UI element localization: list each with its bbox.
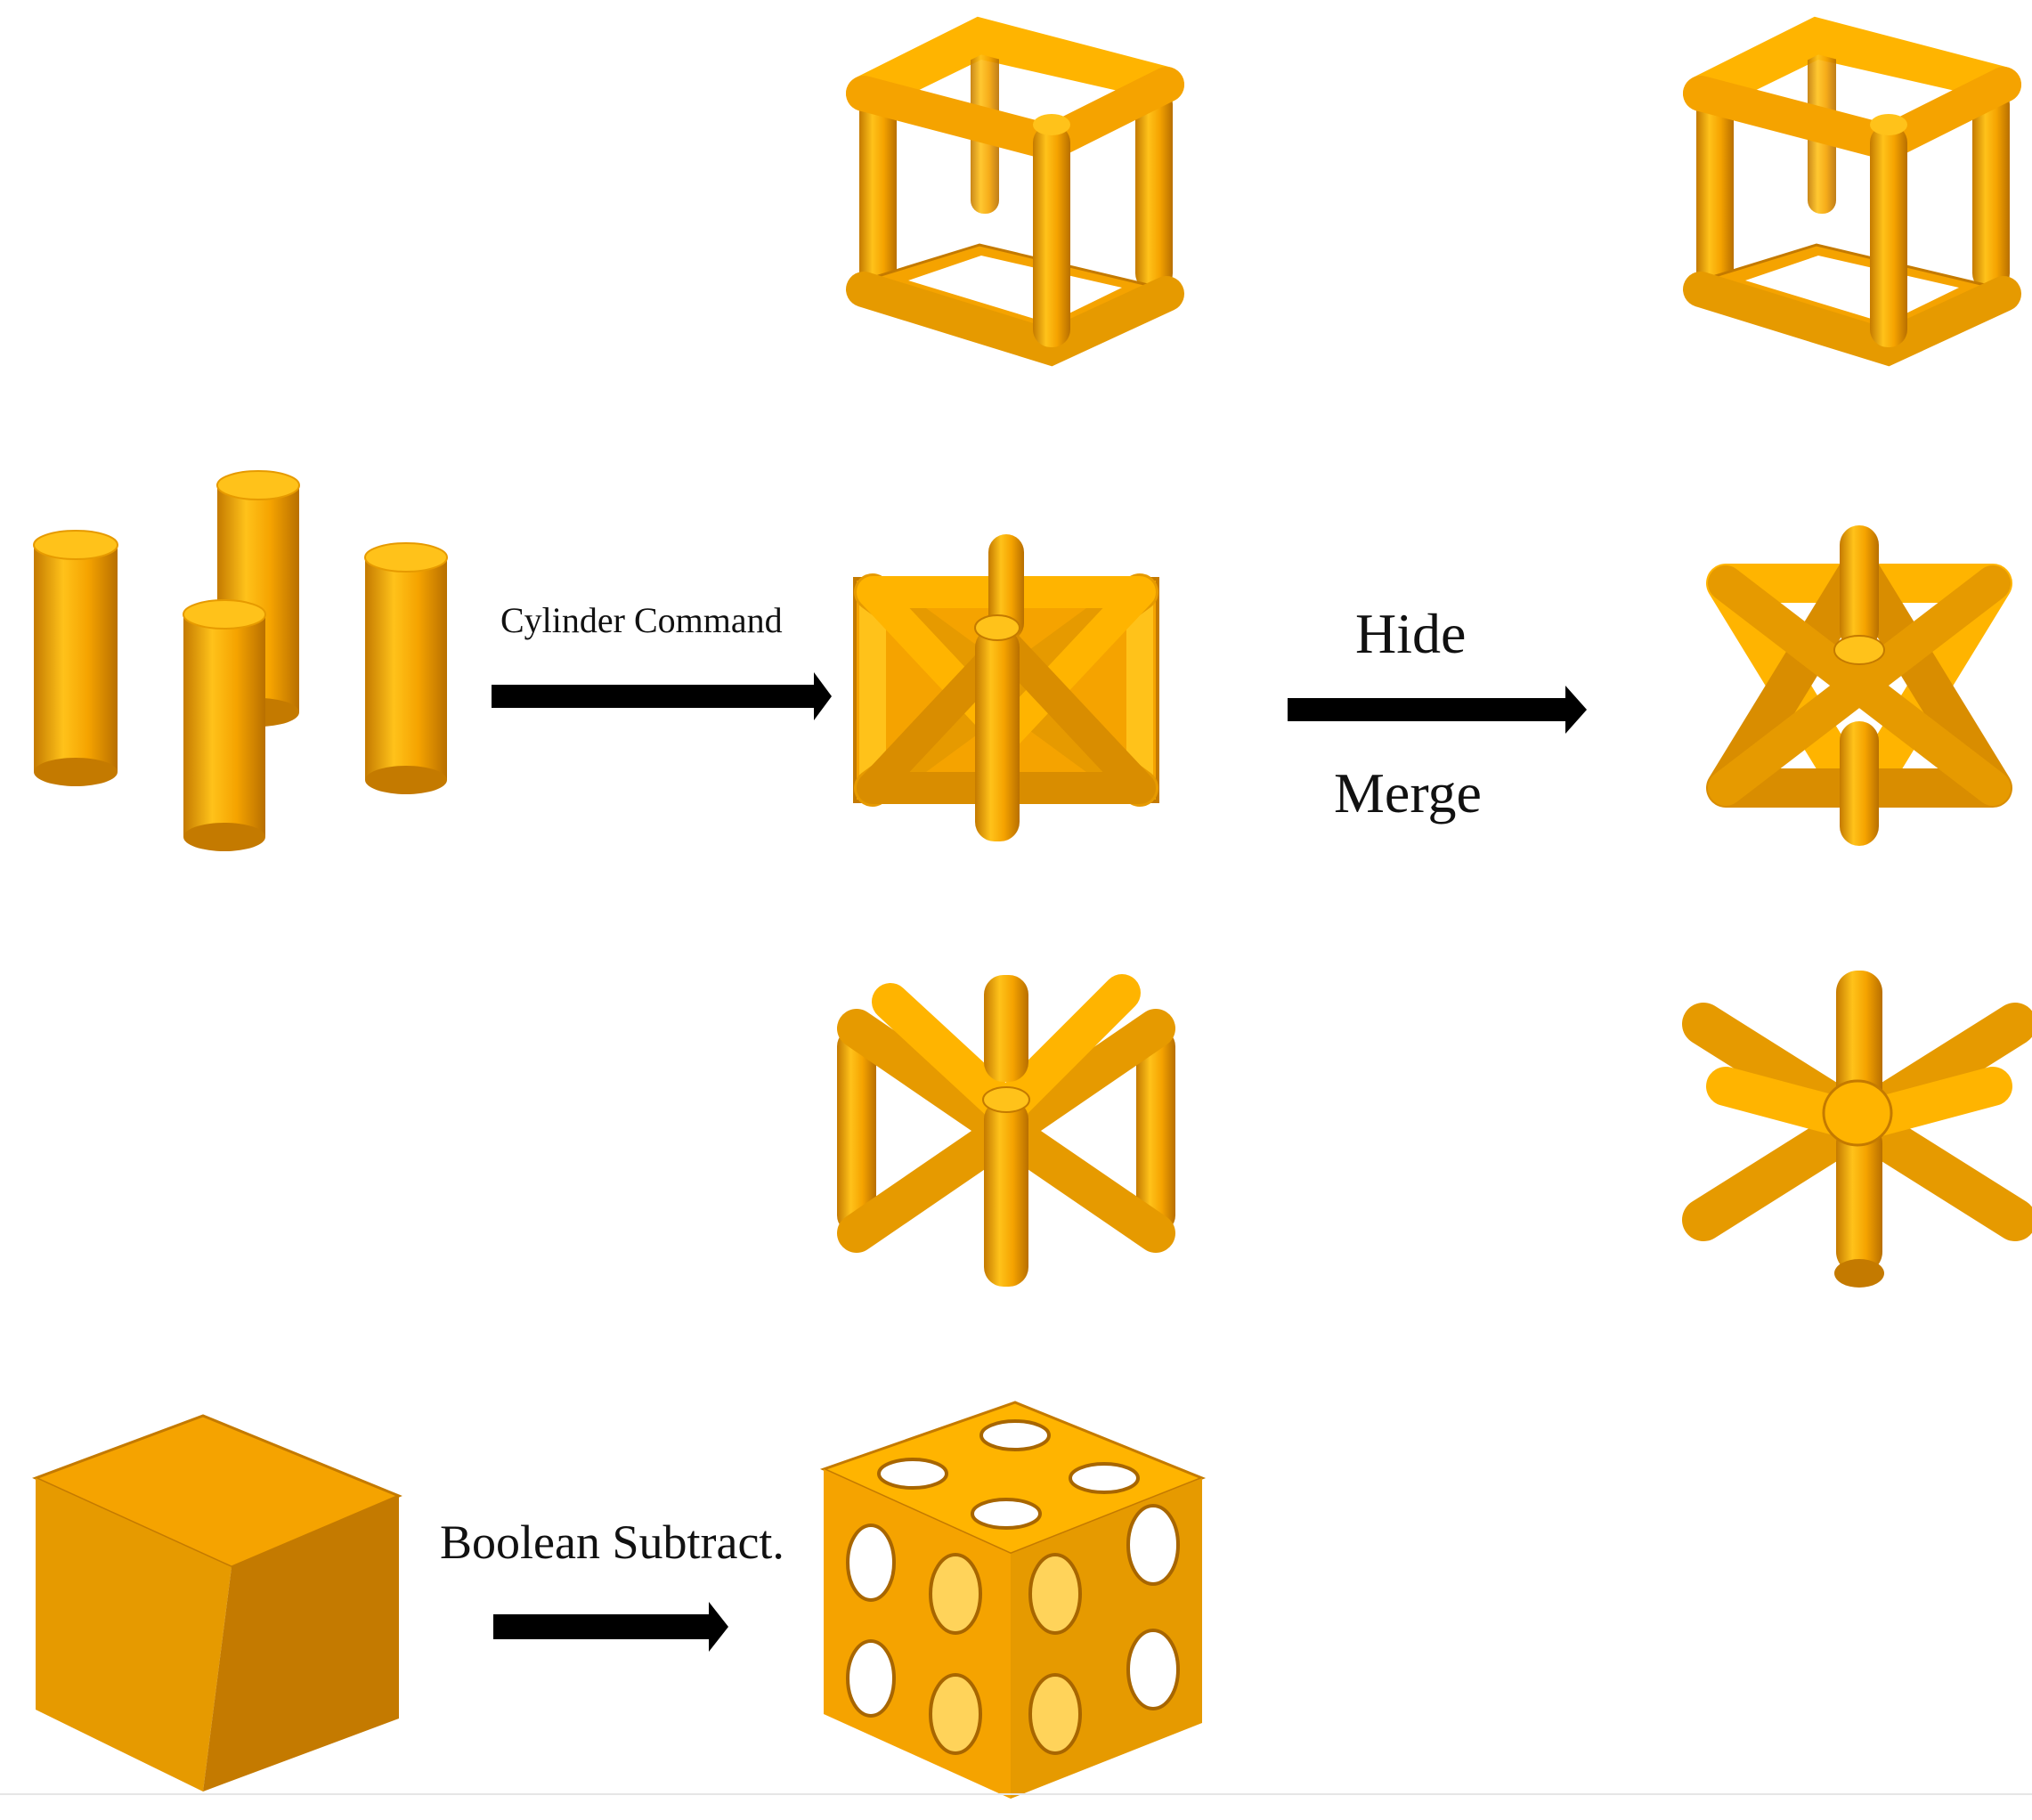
bottom-divider — [0, 1793, 2032, 1795]
bcc-strut-node — [1682, 971, 2032, 1288]
cube-frame-strut-left — [846, 16, 1184, 367]
bcc-strut-with-verticals — [837, 974, 1175, 1287]
cylinders-group — [33, 470, 448, 851]
combined-lattice-cell — [853, 534, 1159, 841]
perforated-cube — [819, 1401, 1207, 1799]
cylinder-4 — [364, 542, 448, 794]
cylinder-command-label: Cylinder Command — [500, 600, 783, 640]
solid-cube — [32, 1414, 402, 1792]
merged-lattice-cell — [1706, 525, 2012, 846]
cube-frame-strut-right — [1683, 16, 2021, 367]
cylinder-3 — [183, 599, 266, 851]
merge-label: Merge — [1334, 761, 1482, 825]
hide-label: Hide — [1355, 602, 1466, 665]
cylinder-1 — [33, 530, 118, 786]
boolean-subtract-label: Boolean Subtract. — [440, 1515, 784, 1569]
right-arrow-icon — [1288, 686, 1587, 734]
right-arrow-icon — [492, 672, 832, 720]
right-arrow-icon — [493, 1602, 728, 1652]
